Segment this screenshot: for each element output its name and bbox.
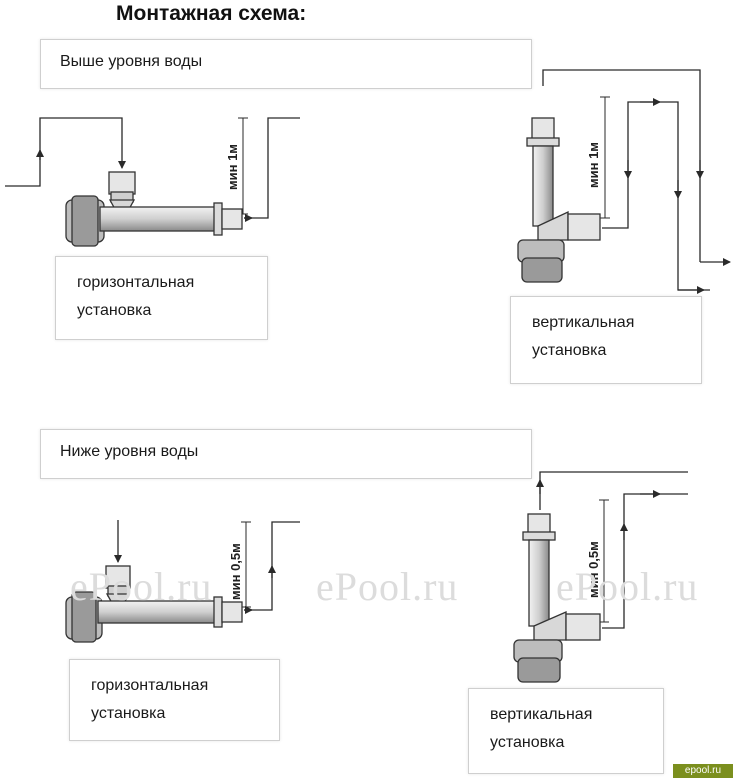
top-horizontal-distance-label: мин 1м <box>225 144 240 190</box>
caption-top-horizontal: горизонтальная установка <box>55 256 268 340</box>
section-heading-below-water: Ниже уровня воды <box>40 429 532 479</box>
bottom-vertical-pump <box>513 513 601 683</box>
bottom-vertical-piping <box>536 471 688 629</box>
section-heading-above-water: Выше уровня воды <box>40 39 532 89</box>
top-vertical-piping <box>542 69 731 294</box>
top-horizontal-piping <box>5 117 300 222</box>
caption-line: установка <box>91 705 166 722</box>
caption-line: горизонтальная <box>77 274 195 291</box>
caption-top-vertical: вертикальная установка <box>510 296 702 384</box>
corner-logo: epool.ru <box>673 764 733 778</box>
caption-line: горизонтальная <box>91 677 209 694</box>
top-vertical-distance-label: мин 1м <box>586 142 601 188</box>
caption-line: вертикальная <box>490 706 593 723</box>
top-vertical-pump <box>517 117 601 283</box>
top-horizontal-pump <box>65 171 243 247</box>
watermark: ePool.ru <box>70 564 213 609</box>
caption-line: установка <box>77 302 152 319</box>
bottom-horizontal-pump <box>65 565 243 643</box>
caption-line: установка <box>532 342 607 359</box>
section-heading-text: Выше уровня воды <box>60 53 203 70</box>
section-heading-text: Ниже уровня воды <box>60 443 199 460</box>
caption-bottom-horizontal: горизонтальная установка <box>69 659 280 741</box>
watermark: ePool.ru <box>556 564 699 609</box>
watermark: ePool.ru <box>316 564 459 609</box>
caption-bottom-vertical: вертикальная установка <box>468 688 664 774</box>
bottom-vertical-distance-label: мин 0,5м <box>586 541 601 598</box>
bottom-horizontal-piping <box>114 520 300 614</box>
bottom-horizontal-distance-label: мин 0,5м <box>228 543 243 600</box>
caption-line: вертикальная <box>532 314 635 331</box>
page-title: Монтажная схема: <box>116 2 307 25</box>
caption-line: установка <box>490 734 565 751</box>
